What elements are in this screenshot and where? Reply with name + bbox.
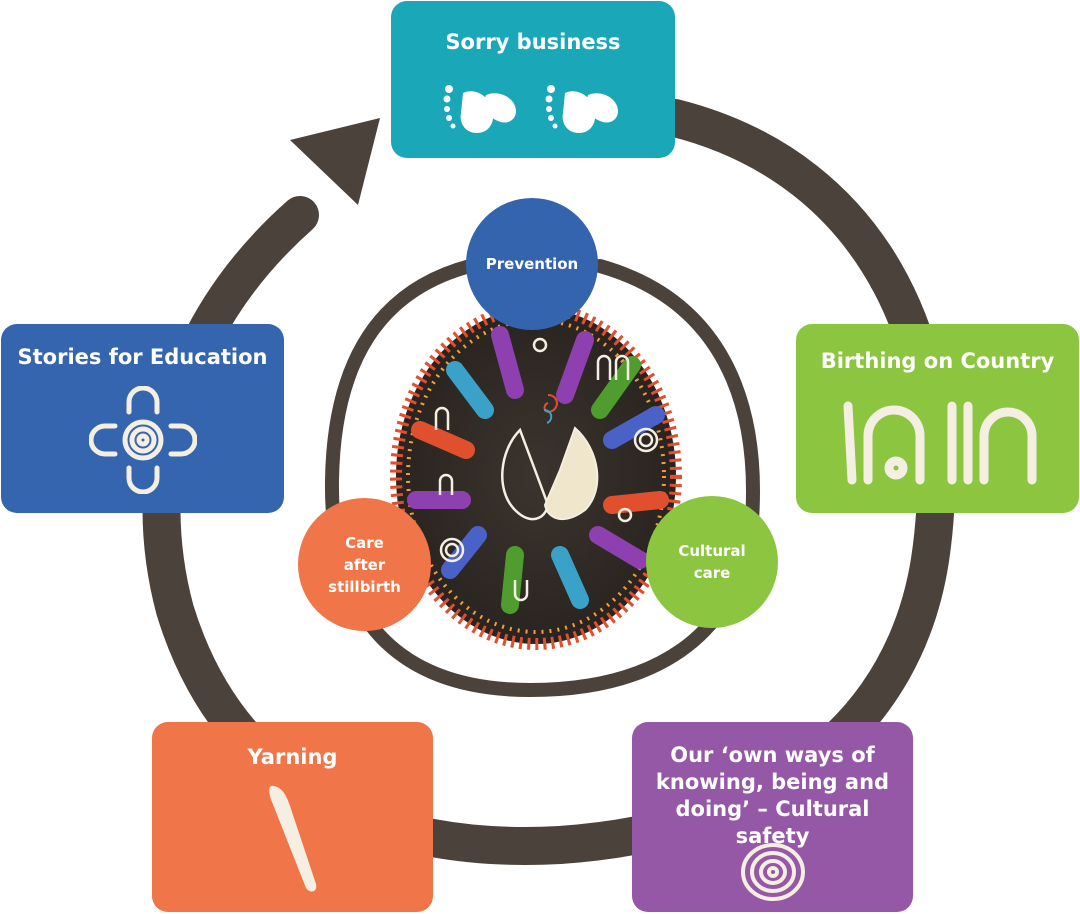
yarning-stick-icon xyxy=(269,785,317,892)
yarning-box: Yarning xyxy=(152,722,433,912)
arch-symbols-icon xyxy=(843,401,1037,485)
prevention-label: Prevention xyxy=(485,255,579,273)
stories-for-education-box: Stories for Education xyxy=(1,324,284,513)
concentric-circles-icon xyxy=(741,843,805,901)
care-after-stillbirth-circle: Care after stillbirth xyxy=(298,498,431,631)
meeting-place-icon xyxy=(89,386,197,494)
cultural-safety-box: Our ‘own ways of knowing, being and doin… xyxy=(632,722,913,912)
prevention-circle: Prevention xyxy=(466,198,598,330)
care-after-stillbirth-label: Care after stillbirth xyxy=(328,533,401,596)
cultural-care-label: Cultural care xyxy=(678,542,746,582)
sorry-business-box: Sorry business xyxy=(391,1,675,158)
cultural-care-circle: Cultural care xyxy=(646,496,778,628)
birthing-on-country-box: Birthing on Country xyxy=(796,324,1079,513)
sorry-business-label: Sorry business xyxy=(445,30,621,54)
cycle-arrow-head xyxy=(290,118,380,205)
stories-for-education-label: Stories for Education xyxy=(17,345,268,369)
cultural-safety-label: Our ‘own ways of knowing, being and doin… xyxy=(655,743,890,848)
yarning-label: Yarning xyxy=(247,745,338,769)
inner-ring xyxy=(324,259,760,698)
birthing-on-country-label: Birthing on Country xyxy=(820,349,1055,373)
dot-painting-hands-icon xyxy=(390,302,682,650)
footprints-icon xyxy=(443,85,618,133)
